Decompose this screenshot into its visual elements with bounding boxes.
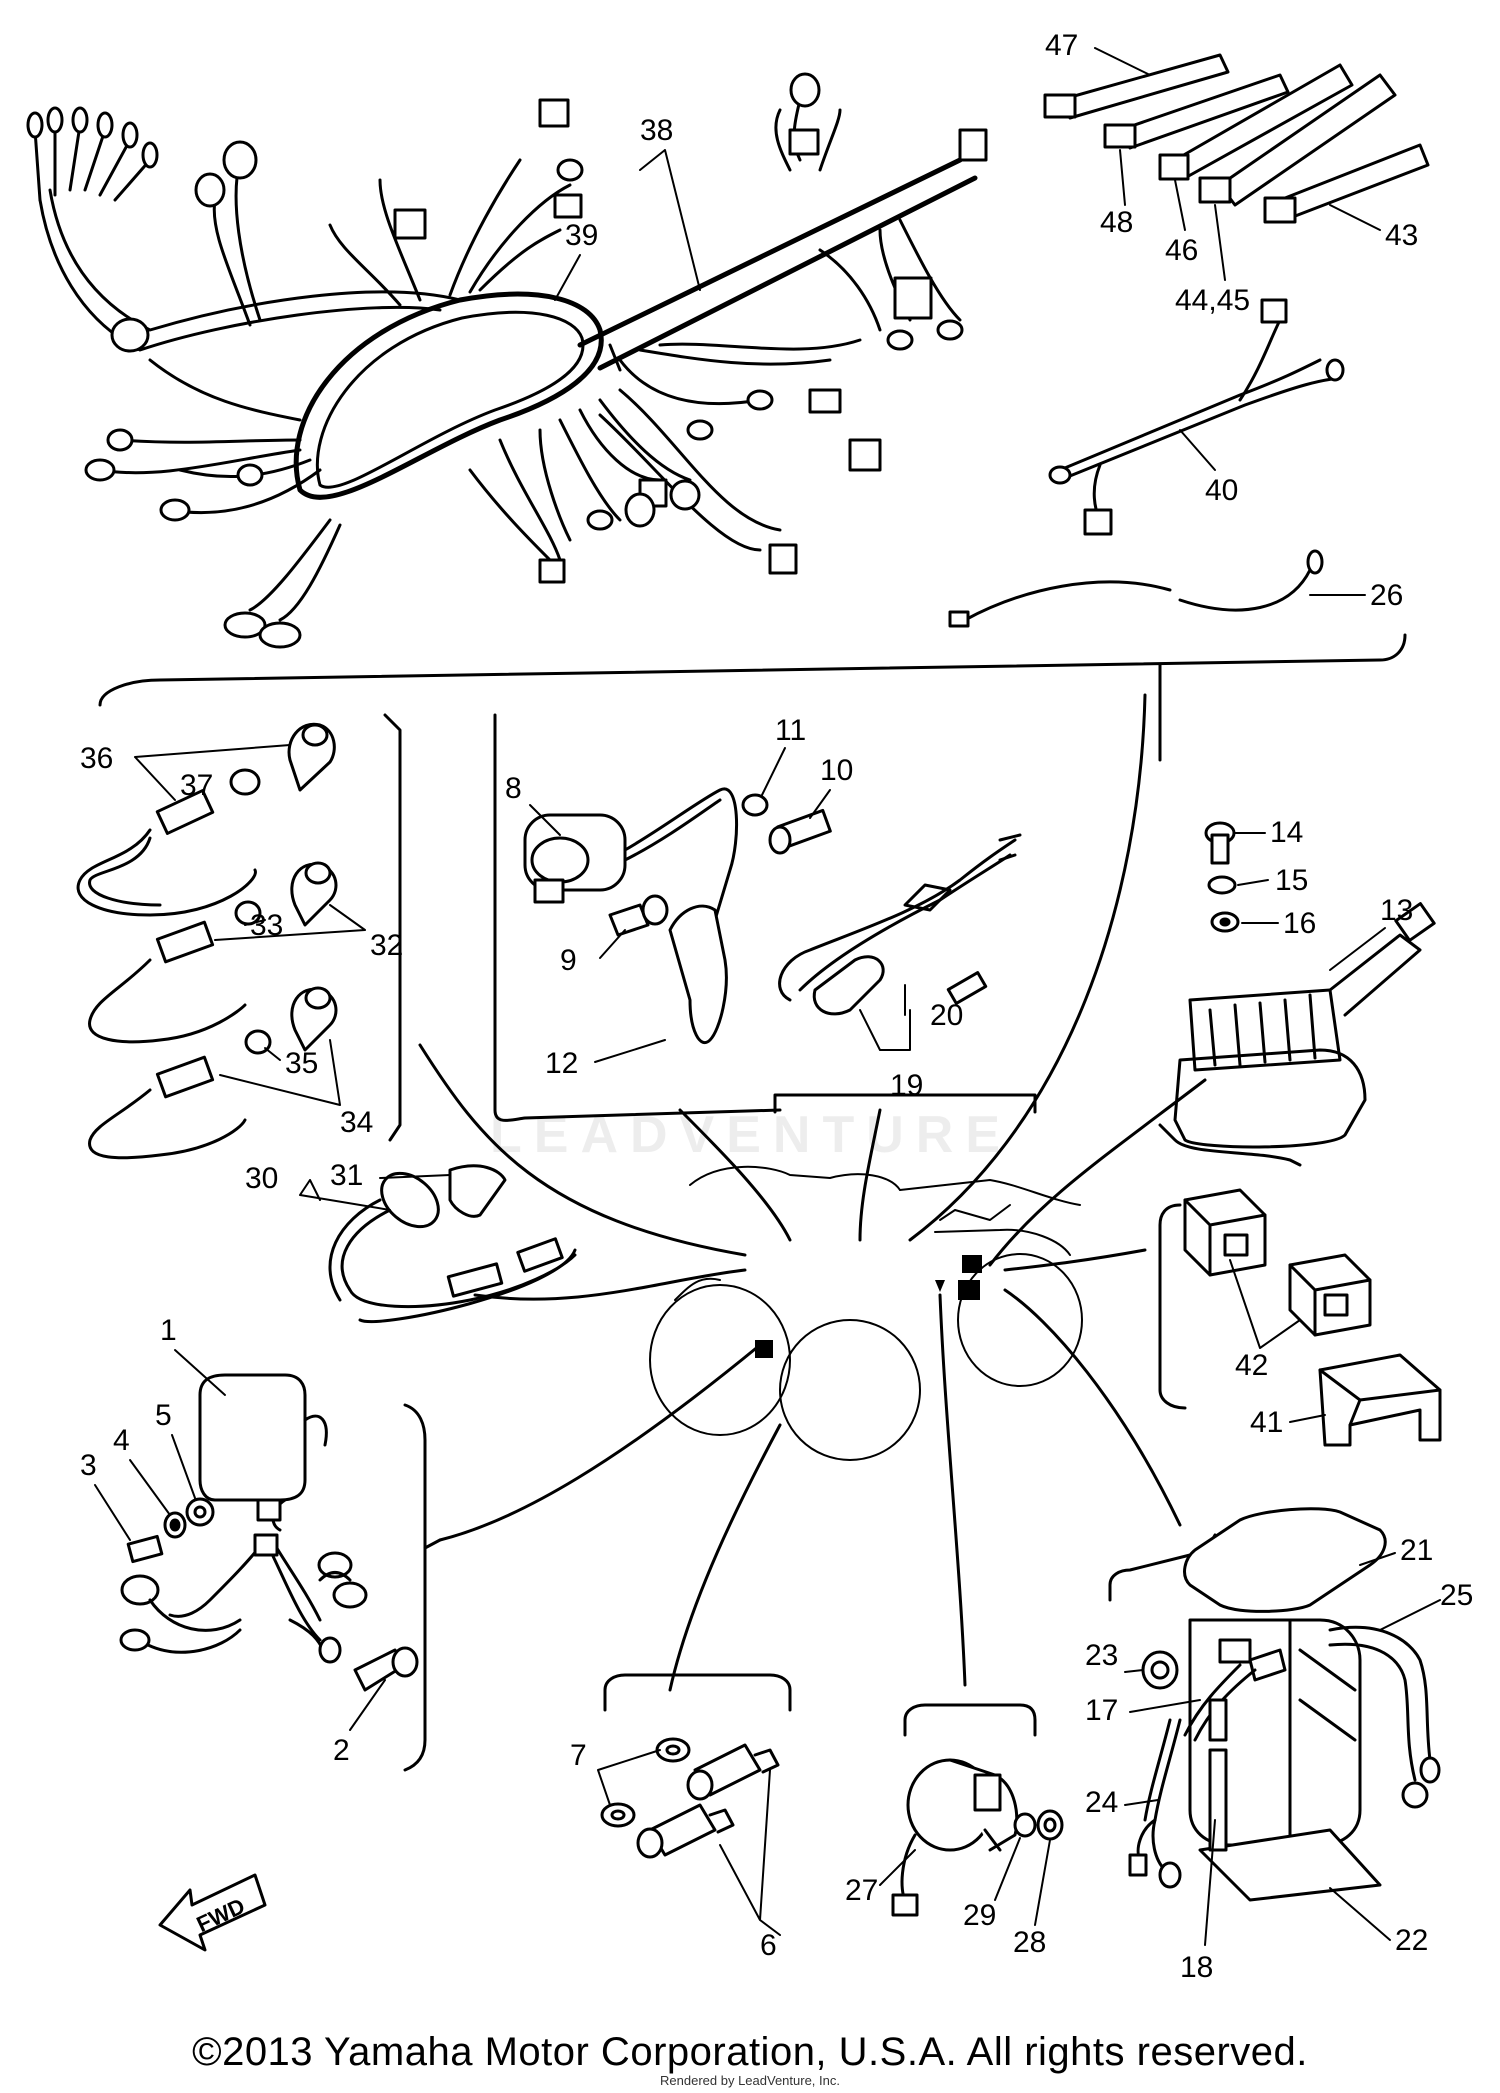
callout-16: 16	[1283, 907, 1316, 940]
callout-19: 19	[890, 1069, 923, 1102]
ignition-coil-8	[523, 787, 738, 1044]
sub-harness-40	[1048, 298, 1345, 536]
callout-8: 8	[505, 772, 522, 805]
bolt-3	[126, 1534, 164, 1564]
fwd-arrow-icon: FWD	[158, 1873, 267, 1952]
nut-11	[741, 793, 769, 817]
callout-32: 32	[370, 929, 403, 962]
part-30-31	[328, 1164, 577, 1324]
callout-2: 2	[333, 1734, 350, 1767]
callout-20: 20	[930, 999, 963, 1032]
callout-48: 48	[1100, 206, 1133, 239]
callout-41: 41	[1250, 1406, 1283, 1439]
bolt-14	[1204, 821, 1236, 865]
callout-37: 37	[180, 769, 213, 802]
cap-23	[1141, 1650, 1179, 1690]
battery	[1188, 1618, 1362, 1847]
grommet-7b	[600, 1802, 636, 1828]
callout-30: 30	[245, 1162, 278, 1195]
battery-cover-21	[1183, 1507, 1387, 1613]
callout-36: 36	[80, 742, 113, 775]
callout-40: 40	[1205, 474, 1238, 507]
tray-22	[1198, 1828, 1382, 1902]
callout-24: 24	[1085, 1786, 1118, 1819]
sensor-36	[76, 722, 336, 917]
callout-9: 9	[560, 944, 577, 977]
callout-42: 42	[1235, 1349, 1268, 1382]
callout-23: 23	[1085, 1639, 1118, 1672]
lead-24	[1128, 1718, 1182, 1889]
callout-17: 17	[1085, 1694, 1118, 1727]
bolt-9	[608, 894, 669, 937]
washer-4	[163, 1511, 187, 1539]
relay-27	[891, 1758, 1019, 1917]
callout-7: 7	[570, 1739, 587, 1772]
callout-27: 27	[845, 1874, 878, 1907]
callout-1: 1	[160, 1314, 177, 1347]
callout-14: 14	[1270, 816, 1303, 849]
callout-46: 46	[1165, 234, 1198, 267]
screw-10	[768, 808, 832, 855]
wire-harness	[26, 72, 988, 649]
callout-43: 43	[1385, 219, 1418, 252]
callout-5: 5	[155, 1399, 172, 1432]
connector-caps-42	[1183, 1188, 1372, 1337]
rectifier-13	[1173, 902, 1436, 1149]
terminal-bundle	[26, 106, 159, 202]
callout-44-45: 44,45	[1175, 284, 1250, 317]
callout-47: 47	[1045, 29, 1078, 62]
fuse-holder-19	[778, 833, 1022, 1016]
lead-25	[1328, 1625, 1441, 1809]
bulb-6a	[686, 1743, 780, 1801]
callout-13: 13	[1380, 894, 1413, 927]
copyright-notice: ©2013 Yamaha Motor Corporation, U.S.A. A…	[192, 2030, 1308, 2074]
callout-4: 4	[113, 1424, 130, 1457]
callout-25: 25	[1440, 1579, 1473, 1612]
callout-35: 35	[285, 1047, 318, 1080]
callout-18: 18	[1180, 1951, 1213, 1984]
bolt-2	[318, 1636, 419, 1692]
callout-34: 34	[340, 1106, 373, 1139]
washer-5	[185, 1497, 215, 1527]
callout-22: 22	[1395, 1924, 1428, 1957]
callout-31: 31	[330, 1159, 363, 1192]
strap-18	[1208, 1698, 1228, 1852]
cap-41	[1318, 1353, 1442, 1447]
washer-29	[1013, 1812, 1037, 1838]
callout-10: 10	[820, 754, 853, 787]
callout-21: 21	[1400, 1534, 1433, 1567]
cdi-unit-1	[119, 1373, 368, 1657]
washer-16	[1210, 911, 1240, 933]
callout-12: 12	[545, 1047, 578, 1080]
washer-15	[1207, 875, 1237, 895]
callout-28: 28	[1013, 1926, 1046, 1959]
bulb-6b	[636, 1803, 735, 1859]
callout-15: 15	[1275, 864, 1308, 897]
callout-38: 38	[640, 114, 673, 147]
rendered-by: Rendered by LeadVenture, Inc.	[660, 2073, 840, 2088]
watermark: LEADVENTURE	[490, 1106, 1013, 1164]
atv-silhouette	[649, 1165, 1083, 1461]
lead-26	[948, 549, 1324, 628]
callout-3: 3	[80, 1449, 97, 1482]
cable-ties	[1043, 53, 1430, 224]
callout-6: 6	[760, 1929, 777, 1962]
sensor-32	[88, 861, 338, 1044]
callout-29: 29	[963, 1899, 996, 1932]
callout-26: 26	[1370, 579, 1403, 612]
sensor-34	[88, 986, 338, 1160]
callout-39: 39	[565, 219, 598, 252]
nut-28	[1036, 1809, 1064, 1841]
callout-11: 11	[775, 714, 806, 747]
grommet-7a	[655, 1737, 691, 1763]
